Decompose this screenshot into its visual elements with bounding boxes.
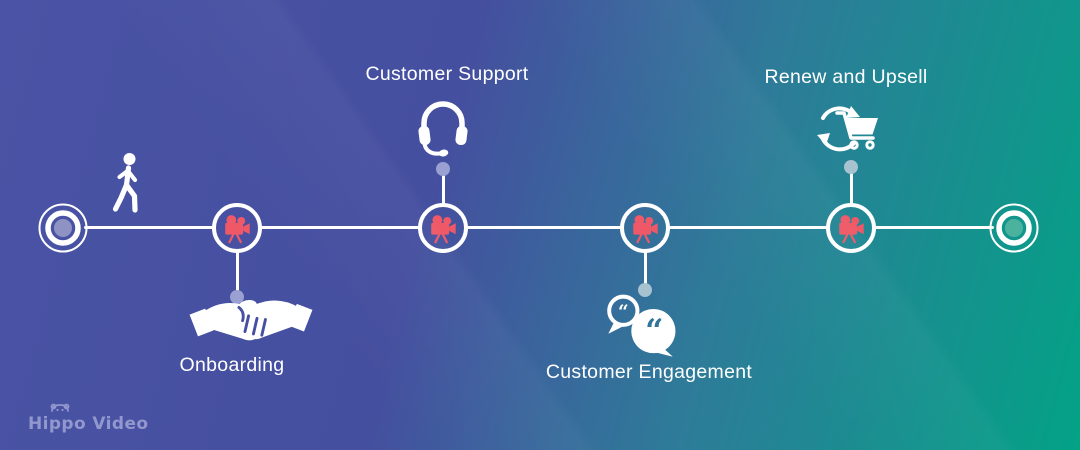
headset-icon (418, 101, 468, 157)
handshake-icon (189, 299, 313, 341)
timeline-node (212, 203, 262, 253)
timeline-segment (466, 226, 622, 229)
start-marker-icon (38, 203, 88, 253)
timeline-node (620, 203, 670, 253)
video-camera-icon (839, 215, 864, 244)
video-camera-icon (431, 215, 456, 244)
video-camera-icon (633, 215, 658, 244)
connector-dot (436, 162, 450, 176)
walking-person-icon (112, 153, 138, 213)
timeline-node (826, 203, 876, 253)
cart-refresh-icon (817, 106, 878, 152)
stage-label-onboarding: Onboarding (179, 354, 285, 376)
hippo-face-icon (50, 403, 70, 412)
connector-dot (844, 160, 858, 174)
stage-label-renew-upsell: Renew and Upsell (764, 66, 928, 88)
stage-label-customer-engagement: Customer Engagement (545, 361, 753, 383)
logo-text: Hippo Video (28, 414, 149, 434)
connector-line (849, 172, 853, 205)
timeline-segment (668, 226, 828, 229)
video-camera-icon (225, 215, 250, 244)
end-marker-icon (989, 203, 1039, 253)
connector-line (643, 251, 647, 287)
hippo-video-logo: Hippo Video (28, 402, 148, 438)
connector-dot (638, 283, 652, 297)
svg-text:“: “ (618, 302, 629, 323)
timeline-segment (260, 226, 420, 229)
stage-label-customer-support: Customer Support (365, 63, 529, 85)
timeline-segment (84, 226, 214, 229)
connector-dot (230, 290, 244, 304)
chat-bubbles-icon: “ “ (607, 294, 676, 357)
timeline-node (418, 203, 468, 253)
timeline-segment (874, 226, 994, 229)
connector-line (235, 251, 239, 293)
connector-line (441, 173, 445, 205)
